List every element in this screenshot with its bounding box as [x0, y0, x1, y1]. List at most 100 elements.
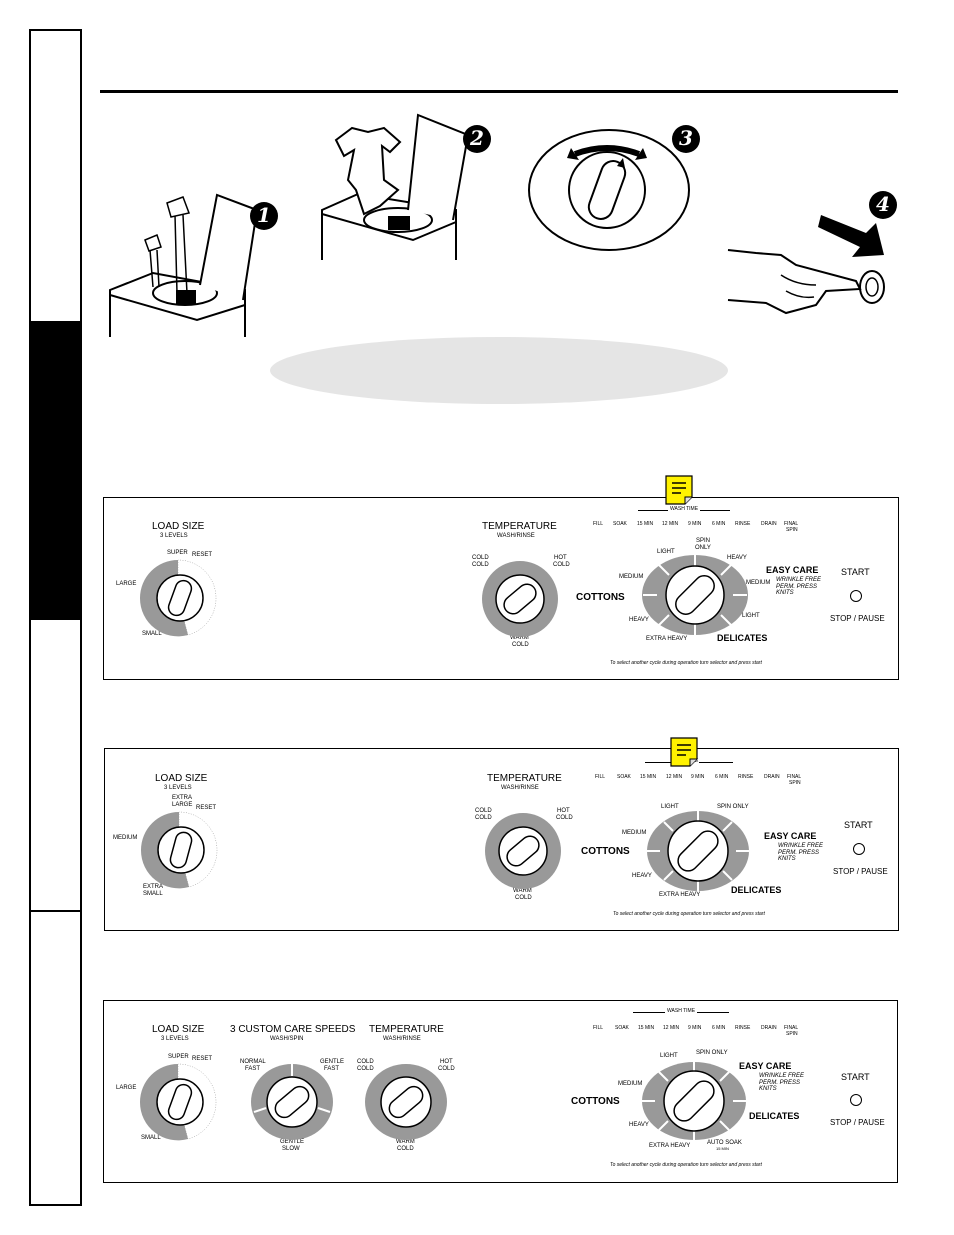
section-tab-active [29, 321, 82, 618]
load-large-label: LARGE [116, 1085, 137, 1091]
cycle-spin-only: SPIN ONLY [717, 804, 749, 810]
time-final-2: SPIN [789, 780, 801, 786]
cycle-cottons: COTTONS [581, 846, 630, 857]
stop-pause-label: STOP / PAUSE [833, 867, 888, 876]
time-final-2: SPIN [786, 1031, 798, 1037]
time-6: 6 MIN [715, 774, 729, 780]
cycle-auto-soak-time: 15 MIN [716, 1146, 729, 1151]
speed-normal-fast-2: FAST [245, 1066, 261, 1072]
cycle-easy-light: LIGHT [742, 613, 760, 619]
custom-speeds-knob[interactable] [250, 1064, 334, 1140]
speed-gentle-slow-2: SLOW [282, 1146, 300, 1152]
cycle-perm-press: PERM. PRESS [776, 584, 818, 590]
header-rule [100, 90, 898, 93]
cycle-delicates: DELICATES [717, 633, 768, 643]
time-soak: SOAK [615, 1025, 629, 1031]
temperature-title: TEMPERATURE [487, 773, 562, 784]
section-tab-divider [29, 910, 82, 912]
load-super-label: SUPER [168, 1054, 189, 1060]
cycle-knob[interactable] [641, 1061, 747, 1141]
control-panel-2: LOAD SIZE 3 LEVELS EXTRA LARGE RESET MED… [104, 737, 899, 931]
load-size-sub: 3 LEVELS [161, 1036, 189, 1042]
cycle-heavy: HEAVY [629, 1122, 649, 1128]
temperature-knob[interactable] [364, 1064, 448, 1140]
cycle-knits: KNITS [778, 856, 796, 862]
load-extra-small: EXTRA [143, 884, 164, 890]
step-2-illustration [321, 113, 470, 260]
time-soak: SOAK [613, 521, 627, 527]
time-drain: DRAIN [761, 1025, 777, 1031]
load-small-label: SMALL [142, 631, 162, 637]
wash-time-label: WASH TIME [668, 506, 701, 512]
time-12: 12 MIN [663, 1025, 680, 1031]
speed-normal-fast: NORMAL [240, 1059, 266, 1065]
note-icon [670, 737, 698, 767]
time-drain: DRAIN [764, 774, 780, 780]
temperature-knob[interactable] [480, 561, 560, 637]
load-size-title: LOAD SIZE [152, 1024, 205, 1035]
time-9: 9 MIN [688, 1025, 702, 1031]
time-rinse: RINSE [735, 521, 751, 527]
cycle-cottons: COTTONS [571, 1096, 620, 1107]
time-final-2: SPIN [786, 527, 798, 533]
cycle-extra-heavy: EXTRA HEAVY [646, 636, 688, 642]
load-size-sub: 3 LEVELS [160, 533, 188, 539]
start-button[interactable] [850, 590, 862, 602]
time-12: 12 MIN [666, 774, 683, 780]
time-rinse: RINSE [735, 1025, 751, 1031]
speed-gentle-fast: GENTLE [320, 1059, 345, 1065]
temperature-title: TEMPERATURE [369, 1024, 444, 1035]
temp-cold-cold-label-2: COLD [475, 815, 492, 821]
cycle-heavy: HEAVY [629, 617, 649, 623]
time-final: FINAL [784, 521, 799, 527]
step-2-number: 2 [470, 126, 484, 150]
cycle-light: LIGHT [657, 549, 675, 555]
step-4-illustration [727, 215, 885, 315]
temp-cold-cold-label: COLD [357, 1059, 374, 1065]
time-final: FINAL [784, 1025, 799, 1031]
load-size-title: LOAD SIZE [152, 521, 205, 532]
load-medium-label: MEDIUM [113, 835, 138, 841]
temp-warm-cold-label: WARM [510, 635, 529, 641]
start-button[interactable] [850, 1094, 862, 1106]
panel-note: To select another cycle during operation… [610, 1162, 762, 1168]
time-15: 15 MIN [638, 1025, 655, 1031]
temp-warm-cold-label: WARM [396, 1139, 415, 1145]
cycle-extra-heavy: EXTRA HEAVY [649, 1143, 691, 1149]
custom-speeds-title: 3 CUSTOM CARE SPEEDS [230, 1024, 356, 1035]
cycle-knob[interactable] [641, 555, 749, 635]
start-button[interactable] [853, 843, 865, 855]
step-4-number: 4 [876, 192, 890, 216]
load-size-knob[interactable] [139, 811, 219, 889]
panel-note: To select another cycle during operation… [610, 660, 762, 666]
time-6: 6 MIN [712, 521, 726, 527]
cycle-knob[interactable] [646, 810, 750, 892]
temp-cold-cold-label-2: COLD [472, 562, 489, 568]
cycle-wrinkle-free: WRINKLE FREE [776, 577, 822, 583]
cycle-wrinkle-free: WRINKLE FREE [778, 843, 824, 849]
time-15: 15 MIN [637, 521, 654, 527]
cycle-medium: MEDIUM [619, 574, 644, 580]
caption-oval [270, 337, 728, 404]
time-fill: FILL [593, 521, 604, 527]
load-size-knob[interactable] [138, 1063, 218, 1141]
step-1-number: 1 [257, 203, 271, 227]
start-label: START [844, 820, 873, 830]
temp-cold-cold-label: COLD [472, 555, 489, 561]
panel-note: To select another cycle during operation… [613, 911, 765, 917]
load-extra-large-2: LARGE [172, 802, 193, 808]
time-12: 12 MIN [662, 521, 679, 527]
temperature-knob[interactable] [483, 813, 563, 889]
temp-warm-cold-label-2: COLD [512, 642, 529, 648]
stop-pause-label: STOP / PAUSE [830, 614, 885, 623]
time-9: 9 MIN [691, 774, 705, 780]
step-1-badge [250, 202, 278, 230]
load-size-knob[interactable] [138, 559, 218, 637]
temperature-sub: WASH/RINSE [501, 785, 539, 791]
time-fill: FILL [595, 774, 606, 780]
time-rinse: RINSE [738, 774, 754, 780]
control-panel-3: LOAD SIZE 3 LEVELS SUPER RESET LARGE SMA… [103, 1000, 898, 1183]
step-4-badge [869, 191, 897, 219]
load-small-label: SMALL [141, 1135, 161, 1141]
time-9: 9 MIN [688, 521, 702, 527]
